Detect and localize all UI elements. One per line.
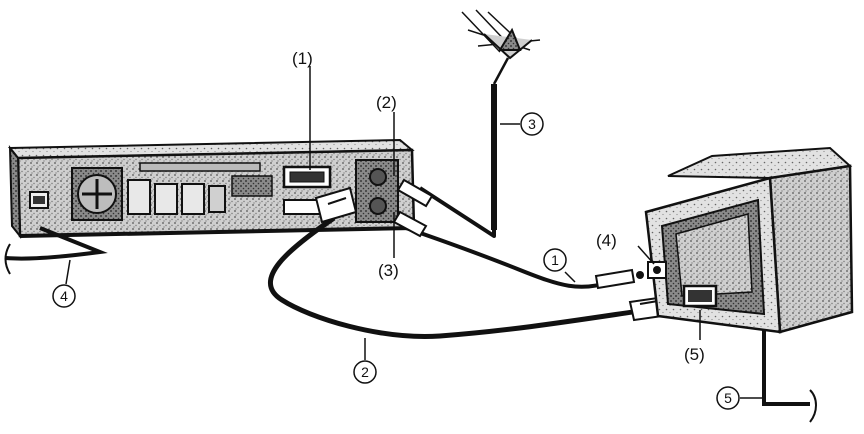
tv-scart-socket [682, 284, 718, 308]
cable-number-2: 2 [353, 360, 377, 384]
svg-text:1: 1 [551, 252, 559, 268]
cable-number-1: 1 [543, 248, 567, 272]
vcr-power-cord [5, 226, 108, 261]
vcr-terminal-block [127, 175, 273, 215]
vcr-vent-slot [139, 162, 261, 172]
aerial-antenna [461, 9, 541, 85]
label-vcr-aerial-in: (3) [378, 261, 399, 280]
vcr-scart-socket [282, 165, 332, 189]
leader-lines [65, 66, 762, 399]
rf-cable [405, 226, 611, 289]
tv-power-cord [762, 330, 810, 406]
cable-number-3: 3 [520, 112, 544, 136]
aerial-cable [418, 84, 496, 238]
svg-text:2: 2 [361, 364, 369, 380]
cable-number-5: 5 [716, 386, 740, 410]
label-tv-aerial-in: (4) [596, 231, 617, 250]
cable-number-4: 4 [52, 284, 76, 308]
tv-top [667, 146, 853, 180]
svg-text:3: 3 [528, 116, 536, 132]
svg-text:4: 4 [60, 288, 68, 304]
vcr-unit [7, 138, 416, 239]
vcr-side-face [8, 145, 22, 239]
label-vcr-aerial-out: (2) [376, 93, 397, 112]
label-vcr-scart-socket: (1) [292, 49, 313, 68]
aerial-plug [396, 178, 434, 208]
tv-aerial-socket [647, 261, 667, 279]
vcr-fan-icon [71, 167, 123, 221]
tv-side [768, 164, 854, 334]
rf-plug-vcr [392, 210, 428, 238]
vcr-power-socket [29, 191, 49, 209]
tv-unit [644, 146, 854, 334]
label-tv-scart-socket: (5) [684, 345, 705, 364]
vcr-rf-connectors [355, 159, 399, 223]
scart-plug-vcr [314, 186, 358, 224]
scart-cable [267, 215, 661, 339]
rf-plug-tv [594, 268, 644, 290]
svg-text:5: 5 [724, 390, 732, 406]
